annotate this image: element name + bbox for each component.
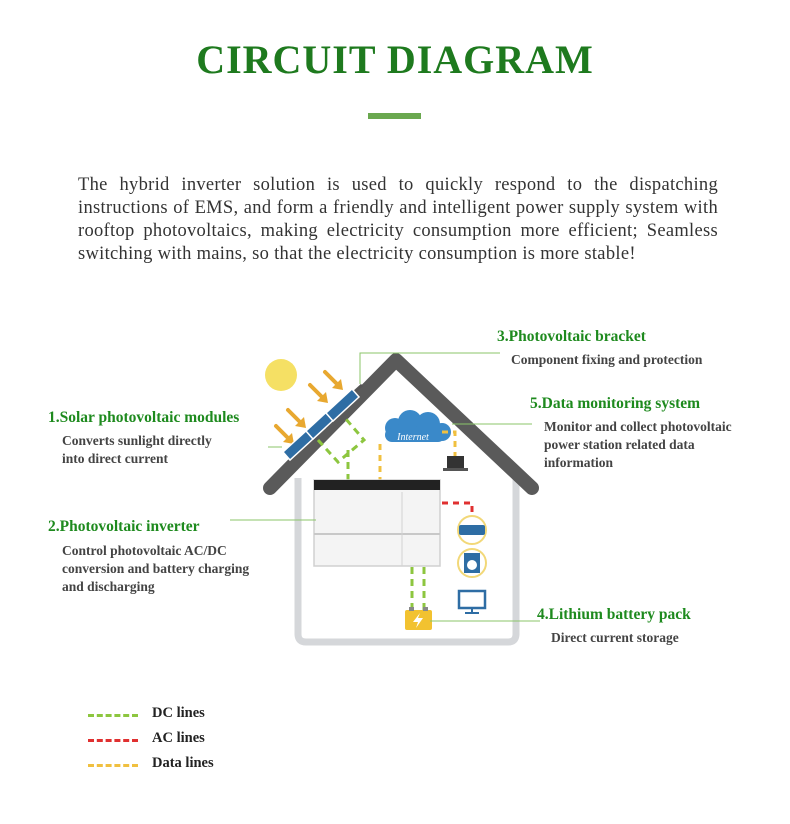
cloud-icon [385, 410, 451, 442]
legend-ac-label: AC lines [152, 730, 205, 746]
desc-data-monitoring-line1: Monitor and collect photovoltaic [544, 419, 732, 434]
desc-lithium-battery-line1: Direct current storage [551, 630, 679, 645]
air-conditioner-icon [457, 515, 487, 545]
desc-pv-inverter-line1: Control photovoltaic AC/DC [62, 543, 227, 558]
data-lines [378, 430, 457, 480]
legend-ac-swatch [88, 739, 138, 742]
legend-data-swatch [88, 764, 138, 767]
sunlight-arrows-icon [274, 370, 343, 444]
solar-panels-icon [281, 387, 361, 462]
legend-data-label: Data lines [152, 755, 214, 771]
title-underline [368, 113, 421, 119]
label-pv-inverter: 2.Photovoltaic inverter [48, 518, 200, 535]
legend-dc-label: DC lines [152, 705, 205, 721]
desc-pv-inverter-line2: conversion and battery charging [62, 561, 250, 576]
inverter-cabinet [313, 479, 441, 567]
desc-solar-modules-line1: Converts sunlight directly [62, 433, 212, 448]
lithium-battery-icon [405, 607, 432, 630]
tv-icon [457, 589, 487, 614]
desc-data-monitoring-line2: power station related data [544, 437, 695, 452]
intro-paragraph: The hybrid inverter solution is used to … [78, 175, 718, 264]
label-data-monitoring: 5.Data monitoring system [530, 395, 701, 412]
page-title: CIRCUIT DIAGRAM [196, 37, 594, 82]
label-solar-modules: 1.Solar photovoltaic modules [48, 409, 240, 426]
dc-lines [316, 417, 426, 612]
house-roof [263, 353, 539, 495]
laptop-icon [443, 456, 468, 471]
desc-pv-bracket-line1: Component fixing and protection [511, 352, 703, 367]
sun-icon [265, 359, 297, 391]
desc-data-monitoring-line3: information [544, 455, 613, 470]
leader-lines [230, 352, 540, 622]
house-walls [294, 478, 520, 646]
cloud-label: Internet [396, 432, 429, 443]
washing-machine-icon [457, 548, 487, 578]
legend-dc-swatch [88, 714, 138, 717]
desc-solar-modules-line2: into direct current [62, 451, 168, 466]
desc-pv-inverter-line3: and discharging [62, 579, 155, 594]
label-lithium-battery: 4.Lithium battery pack [537, 606, 691, 623]
label-pv-bracket: 3.Photovoltaic bracket [497, 328, 646, 345]
